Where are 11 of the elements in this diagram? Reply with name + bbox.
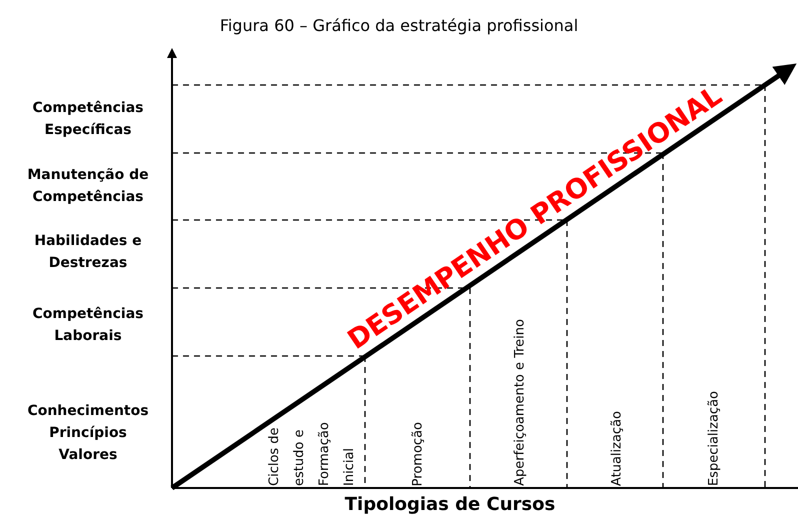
column-label: Especialização bbox=[706, 390, 722, 486]
column-label: Promoção bbox=[410, 422, 426, 486]
axis-label: Habilidades e Destrezas bbox=[33, 232, 143, 273]
axis-label: Competências Laborais bbox=[31, 305, 145, 346]
axis-label: Conhecimentos Princípios Valores bbox=[26, 402, 150, 465]
figure-title: Figura 60 – Gráfico da estratégia profissional bbox=[218, 16, 580, 35]
axis-label: Competências Específicas bbox=[31, 99, 145, 140]
column-label: Atualização bbox=[608, 410, 626, 486]
column-label: Ciclos de estudo e Formação Inicial bbox=[266, 421, 358, 486]
axis-label: Manutenção de Competências bbox=[26, 166, 150, 207]
axis-title: Tipologias de Cursos bbox=[344, 494, 556, 515]
